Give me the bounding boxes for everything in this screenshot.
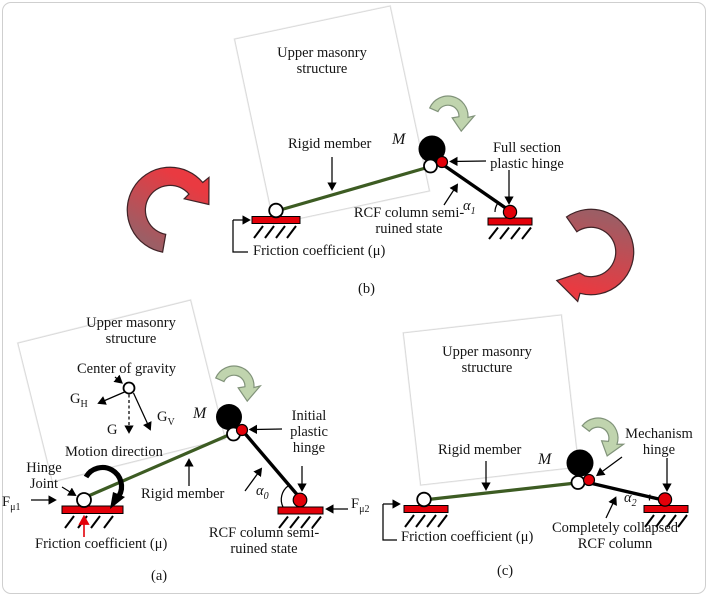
mechanism-hinge-base-circle-c: [657, 492, 673, 507]
transition-arrow-left-icon: [126, 166, 210, 253]
caption-b: (b): [358, 281, 375, 297]
alpha0-label: α0: [256, 483, 269, 502]
rigid-member-label-b: Rigid member: [288, 136, 372, 152]
friction-label-a: Friction coefficient (μ): [35, 536, 168, 552]
gh-arrow: [97, 391, 125, 405]
mass-a: [216, 404, 249, 442]
diagram-c: [382, 417, 689, 541]
alpha0-sub: 0: [263, 490, 269, 502]
support-right-a: [277, 485, 324, 529]
mass-c: [566, 449, 596, 490]
angle-arc-b: [494, 203, 499, 213]
mass-b: [418, 135, 449, 174]
plastic-hinge-top-circle-b: [435, 155, 449, 169]
gravity-arrows-a: [97, 374, 152, 434]
diagram-b: [232, 95, 533, 253]
center-of-gravity-label: Center of gravity: [77, 361, 177, 377]
rotation-arrow-b-icon: [428, 95, 476, 133]
rigid-member-b: [279, 165, 430, 212]
rotation-arrow-c-icon: [581, 417, 626, 457]
friction-label-b: Friction coefficient (μ): [253, 243, 386, 259]
f-mu2-base: F: [351, 496, 360, 512]
gh-base: G: [70, 391, 81, 407]
f-mu2-sub: μ2: [359, 503, 370, 515]
hinge-rotation-arrow-icon: [83, 464, 125, 509]
support-right-c: [643, 492, 689, 528]
gv-arrow: [132, 392, 152, 431]
gv-base: G: [157, 409, 168, 425]
plastic-hinge-label-a: Initial plastic hinge: [290, 408, 328, 456]
label-arrows-a: [31, 424, 348, 537]
mass-label-b: M: [392, 131, 406, 148]
hinge-joint-label: Hinge Joint: [21, 460, 67, 493]
mass-label-a: M: [193, 405, 207, 422]
alpha1-label: α1: [463, 198, 476, 217]
label-arrows-b: [232, 156, 514, 253]
mechanism-hinge-top-circle-c: [582, 473, 596, 487]
plastic-hinge-base-circle-a: [292, 492, 308, 508]
rcf-state-a-line2: ruined state: [230, 540, 298, 557]
support-right-b: [487, 203, 533, 240]
angle-arc-c: [648, 494, 651, 501]
center-of-gravity-point: [122, 381, 136, 395]
alpha2-label: α2: [624, 490, 637, 509]
f-mu1-label: Fμ1: [2, 494, 21, 513]
angle-arc-a: [280, 485, 289, 508]
plastic-hinge-base-circle-b: [502, 204, 518, 220]
diagram-a: [31, 365, 348, 537]
mass-label-c: M: [538, 451, 552, 468]
mechanism-hinge-label: Mechanism hinge: [625, 426, 693, 458]
masonry-label-a: Upper masonry structure: [86, 315, 176, 347]
plastic-hinge-label-b: Full section plastic hinge: [490, 140, 564, 172]
friction-label-c: Friction coefficient (μ): [401, 529, 534, 545]
hinge-joint-line1: Hinge: [26, 460, 62, 476]
support-left-a: [61, 492, 124, 529]
rotation-arrow-a-icon: [214, 365, 262, 403]
gh-label: GH: [70, 391, 88, 410]
f-mu1-sub: μ1: [10, 501, 21, 513]
masonry-label-b: Upper masonry structure: [277, 45, 367, 77]
hinge-joint-circle-b: [268, 202, 284, 219]
alpha0-base: α: [256, 483, 264, 499]
support-left-b: [251, 202, 301, 239]
label-arrows-c: [382, 456, 672, 541]
gv-sub: V: [167, 416, 175, 428]
g-label: G: [107, 422, 118, 438]
hinge-joint-circle-c: [416, 491, 432, 508]
hinge-joint-line2: Joint: [29, 475, 59, 492]
rigid-member-c: [427, 481, 577, 502]
alpha2-sub: 2: [631, 497, 637, 509]
rcf-state-label-b: RCF column semi-ruined state: [353, 205, 465, 237]
support-left-c: [403, 491, 449, 528]
transition-arrow-right-icon: [555, 208, 635, 303]
alpha1-sub: 1: [470, 205, 476, 217]
gv-label: GV: [157, 409, 175, 428]
rcf-state-label-a: RCF column semi- ruined state: [196, 525, 332, 558]
plastic-hinge-top-circle-a: [235, 423, 249, 437]
hinge-joint-circle-a: [76, 492, 92, 508]
rigid-member-label-c: Rigid member: [438, 442, 522, 458]
gh-sub: H: [80, 398, 88, 410]
motion-direction-label: Motion direction: [65, 444, 163, 460]
rigid-member-label-a: Rigid member: [141, 486, 225, 502]
f-mu2-label: Fμ2: [351, 496, 370, 515]
rcf-column-c: [589, 481, 664, 502]
caption-c: (c): [497, 563, 514, 579]
caption-a: (a): [151, 568, 168, 584]
masonry-label-c: Upper masonry structure: [442, 344, 532, 376]
rcf-column-b: [441, 162, 511, 213]
alpha1-base: α: [463, 198, 471, 214]
rcf-column-a: [240, 428, 302, 500]
rigid-member-a: [85, 432, 232, 499]
rcf-state-label-c: Completely collapsed RCF column: [551, 520, 679, 552]
rcf-state-a-line1: RCF column semi-: [208, 525, 320, 541]
alpha2-base: α: [624, 490, 632, 506]
f-mu1-base: F: [2, 494, 11, 510]
